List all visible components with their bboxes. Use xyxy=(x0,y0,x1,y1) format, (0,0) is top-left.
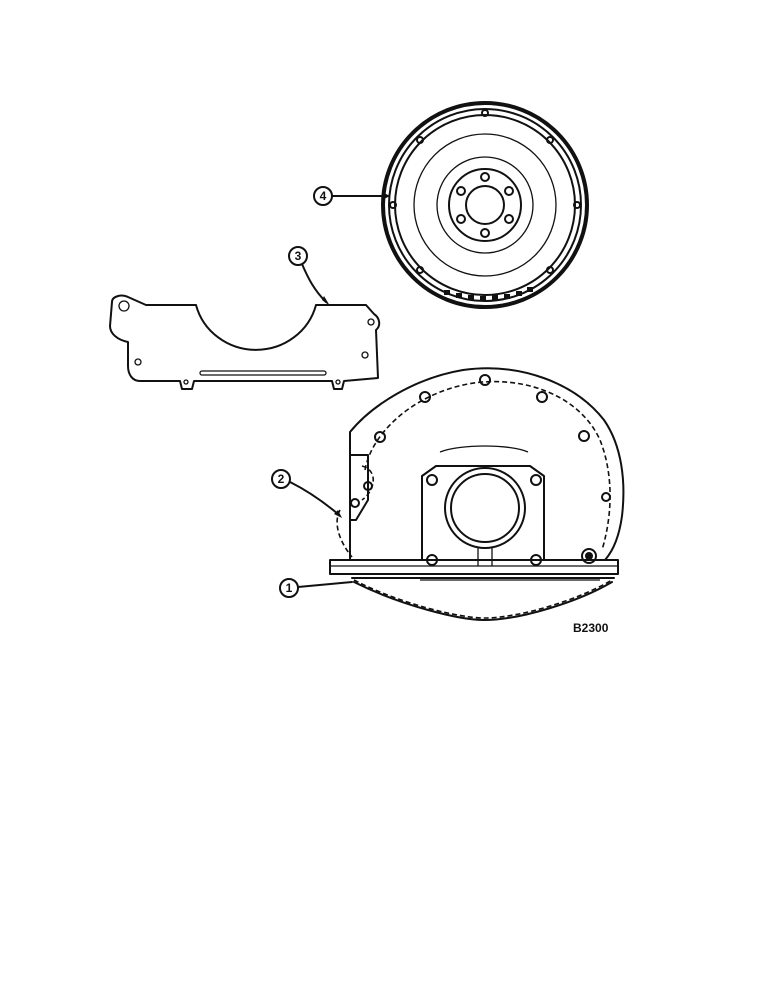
callout-4: 4 xyxy=(313,186,333,206)
callout-1-label: 1 xyxy=(286,581,293,595)
cover-plate xyxy=(109,294,381,390)
flywheel xyxy=(381,101,589,309)
callout-4-label: 4 xyxy=(320,189,327,203)
callout-2-label: 2 xyxy=(278,472,285,486)
callout-2: 2 xyxy=(271,469,291,489)
figure-code: B2300 xyxy=(573,621,609,635)
lower-seal xyxy=(351,577,615,621)
callout-3: 3 xyxy=(288,246,308,266)
callout-1: 1 xyxy=(279,578,299,598)
callout-3-label: 3 xyxy=(295,249,302,263)
flywheel-housing xyxy=(329,367,625,575)
leader-lines xyxy=(289,192,390,588)
